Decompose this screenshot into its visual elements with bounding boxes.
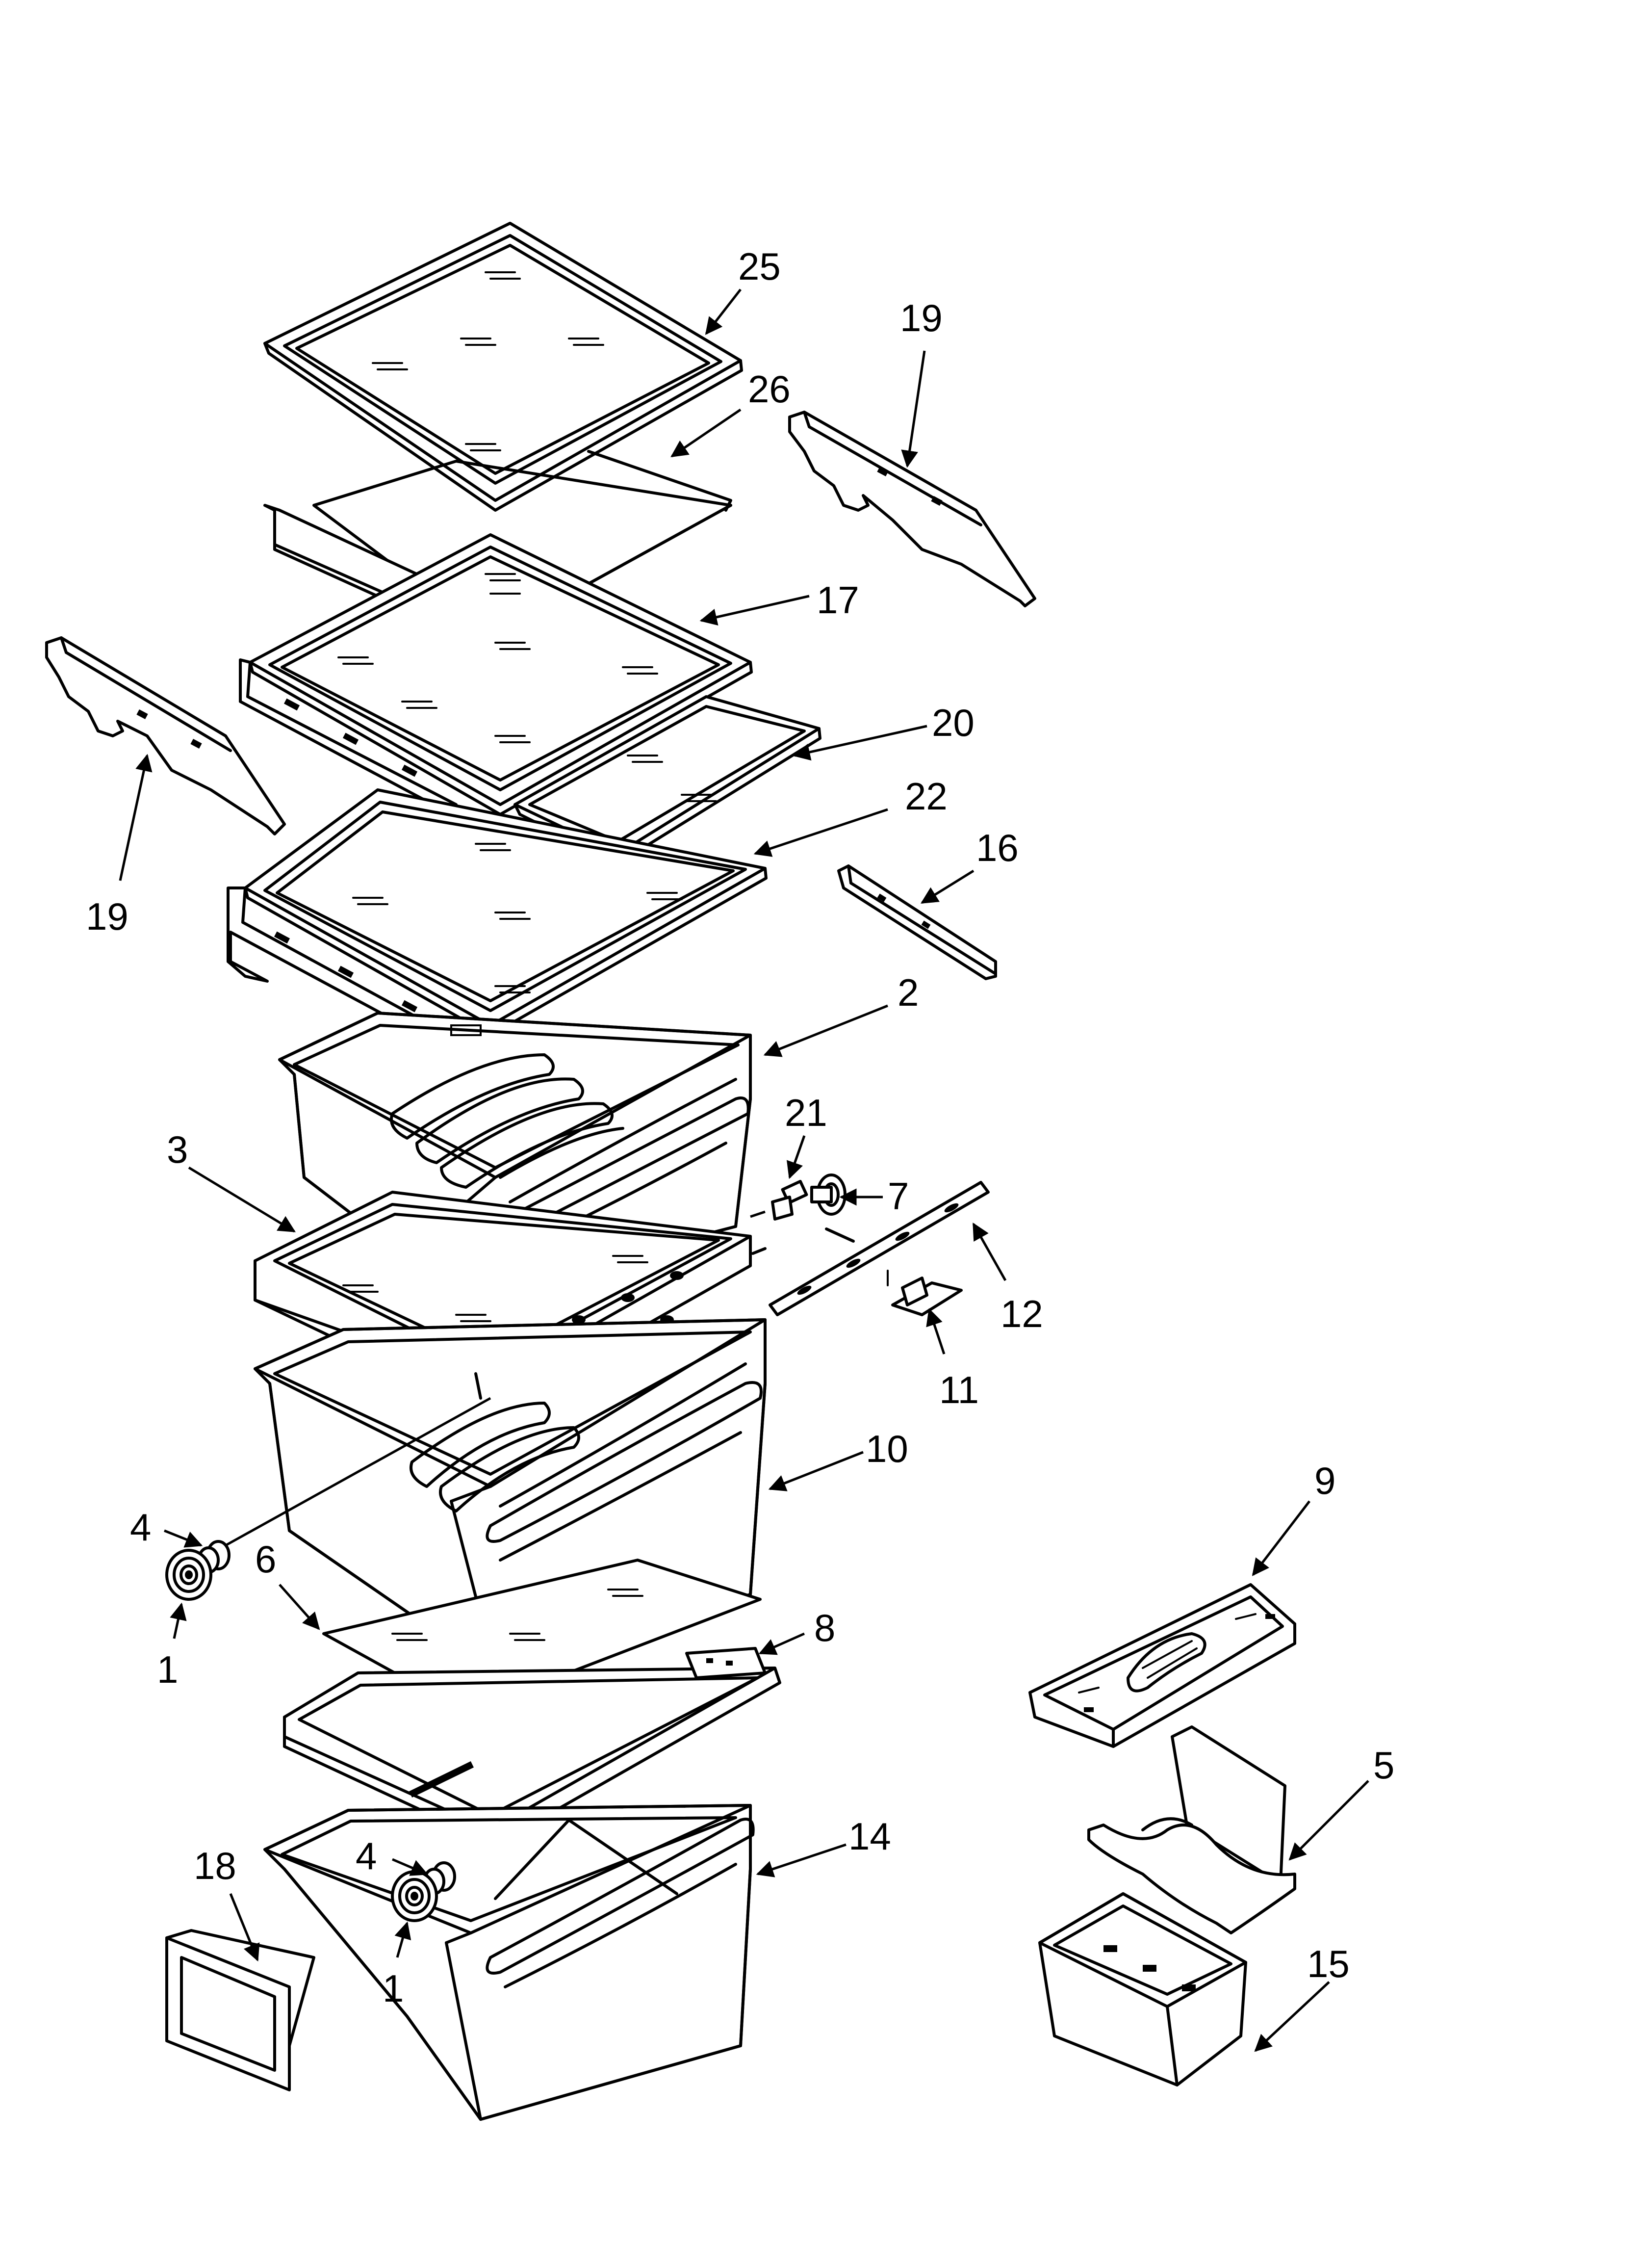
callout-1: 1	[157, 1648, 178, 1691]
callout-19: 19	[900, 296, 943, 339]
callout-7: 7	[888, 1174, 909, 1218]
part-19-left-bracket	[45, 636, 286, 835]
callout-10: 10	[866, 1427, 908, 1470]
callout-17: 17	[817, 578, 859, 622]
callout-15: 15	[1307, 1942, 1350, 1985]
callout-22: 22	[905, 775, 948, 818]
part-17-glass-shelf	[239, 533, 753, 818]
callout-9: 9	[1314, 1459, 1335, 1502]
callout-6: 6	[255, 1538, 276, 1581]
callout-25: 25	[738, 245, 781, 288]
callout-26: 26	[748, 367, 791, 411]
callout-4: 4	[356, 1834, 377, 1877]
part-19-right-bracket	[788, 411, 1036, 607]
part-5-holder	[1087, 1725, 1296, 1934]
part-18-label-panel	[165, 1929, 315, 2091]
callout-19: 19	[86, 895, 128, 938]
part-7-roller	[810, 1173, 847, 1216]
part-25-glass-shelf	[263, 222, 743, 512]
part-11-clip	[887, 1270, 963, 1316]
part-12-slide-rail	[751, 1181, 990, 1316]
part-16-rail	[837, 864, 997, 980]
part-15-bin	[1038, 1892, 1247, 2086]
callout-21: 21	[785, 1091, 827, 1134]
callout-1: 1	[383, 1967, 404, 2010]
callout-20: 20	[932, 701, 975, 744]
part-21-screw	[771, 1179, 808, 1221]
callout-4: 4	[130, 1506, 151, 1549]
callout-3: 3	[167, 1128, 188, 1171]
callout-18: 18	[194, 1844, 236, 1887]
callout-11: 11	[939, 1368, 979, 1411]
callout-14: 14	[848, 1815, 891, 1858]
part-1-wheel-lower	[391, 1870, 438, 1922]
part-1-wheel-upper	[165, 1549, 212, 1601]
part-9-tray	[1028, 1583, 1296, 1748]
callout-8: 8	[814, 1606, 835, 1649]
part-14-pan-drawer	[263, 1804, 755, 2121]
callout-5: 5	[1373, 1744, 1394, 1787]
part-4-pin-lower	[423, 1861, 456, 1895]
callout-2: 2	[898, 971, 919, 1014]
part-8-cover-frame	[283, 1647, 781, 1846]
callout-16: 16	[976, 826, 1019, 869]
callout-12: 12	[1001, 1292, 1043, 1335]
callout-labels: 25 26 19 17 20 22 19 16 2 21 3 7 12 11 1…	[86, 245, 1394, 2010]
part-22-glass-shelf	[227, 788, 768, 1056]
leader-lines	[119, 288, 1369, 2052]
